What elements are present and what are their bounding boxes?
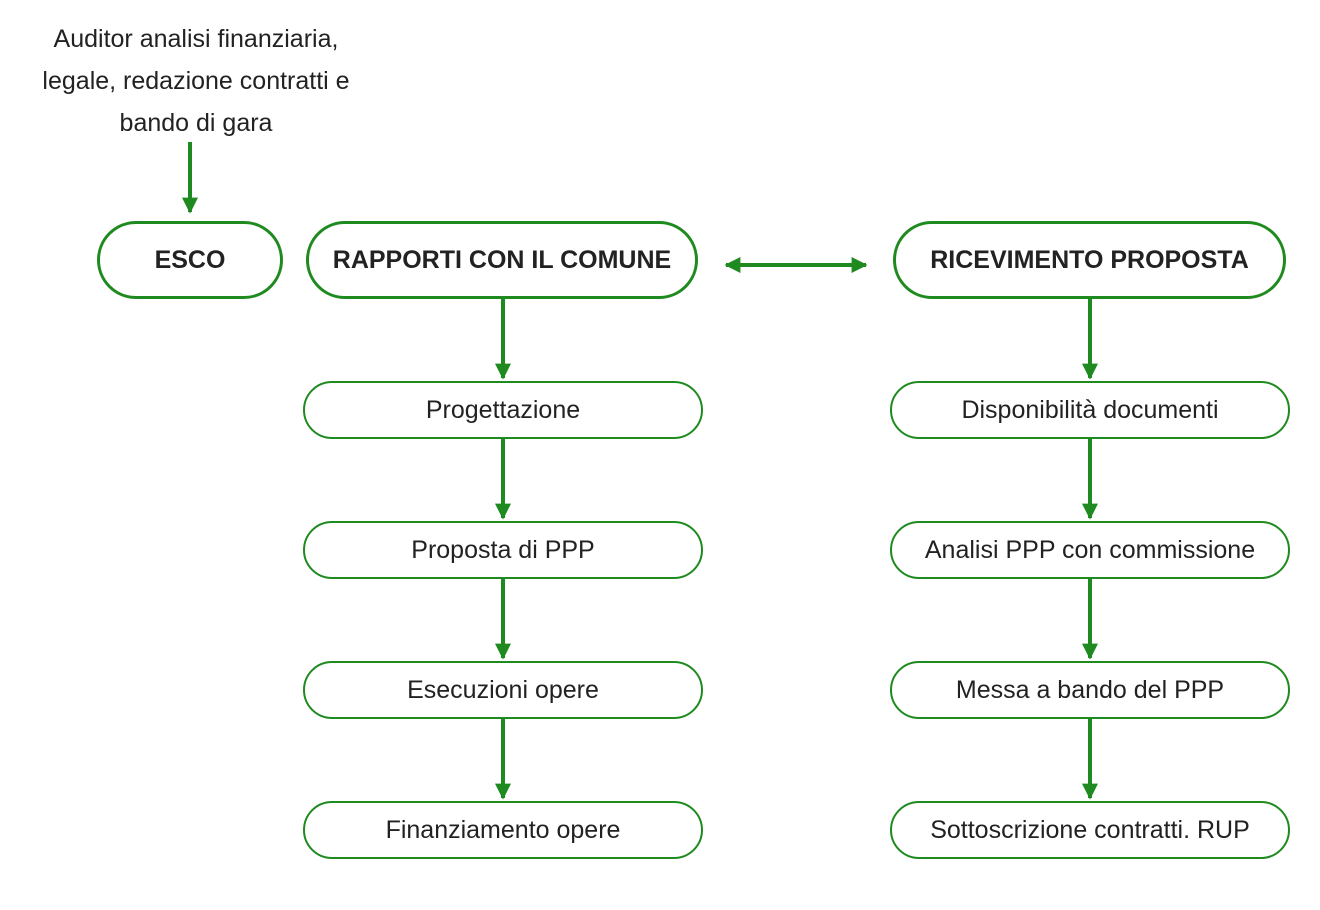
step-analisi-ppp: Analisi PPP con commissione: [890, 521, 1290, 579]
rapporti-comune-node: RAPPORTI CON IL COMUNE: [306, 221, 698, 299]
step-sottoscrizione-contratti: Sottoscrizione contratti. RUP: [890, 801, 1290, 859]
step-progettazione: Progettazione: [303, 381, 703, 439]
caption-line: bando di gara: [119, 109, 273, 137]
esco-node: ESCO: [97, 221, 283, 299]
step-proposta-ppp: Proposta di PPP: [303, 521, 703, 579]
auditor-caption: Auditor analisi finanziaria, legale, red…: [16, 18, 376, 144]
caption-line: legale, redazione contratti e: [42, 67, 350, 95]
step-disponibilita-documenti: Disponibilità documenti: [890, 381, 1290, 439]
step-finanziamento-opere: Finanziamento opere: [303, 801, 703, 859]
step-messa-a-bando: Messa a bando del PPP: [890, 661, 1290, 719]
caption-line: Auditor analisi finanziaria,: [53, 25, 339, 53]
ricevimento-proposta-node: RICEVIMENTO PROPOSTA: [893, 221, 1286, 299]
step-esecuzioni-opere: Esecuzioni opere: [303, 661, 703, 719]
